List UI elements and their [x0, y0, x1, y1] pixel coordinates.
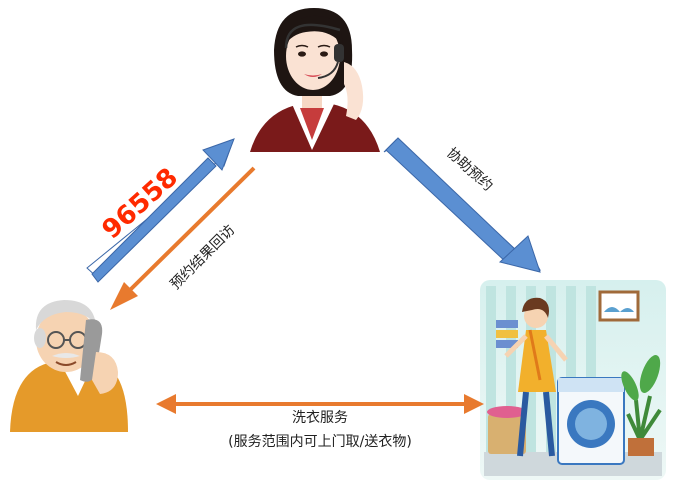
label-service-note: (服务范围内可上门取/送衣物) — [228, 433, 412, 450]
elderly-man-illustration — [10, 300, 128, 432]
operator-illustration — [250, 8, 380, 152]
label-follow-up: 预约结果回访 — [168, 222, 239, 293]
arrow-assist-to-laundry — [383, 137, 542, 273]
label-assist-booking: 协助预约 — [443, 145, 495, 194]
arrow-call-to-operator — [86, 138, 235, 283]
laundry-scene-illustration — [480, 280, 666, 480]
arrow-laundry-service-bidirectional — [156, 394, 484, 414]
arrow-follow-up-to-man — [110, 166, 256, 310]
label-laundry-service: 洗衣服务 — [292, 410, 348, 426]
